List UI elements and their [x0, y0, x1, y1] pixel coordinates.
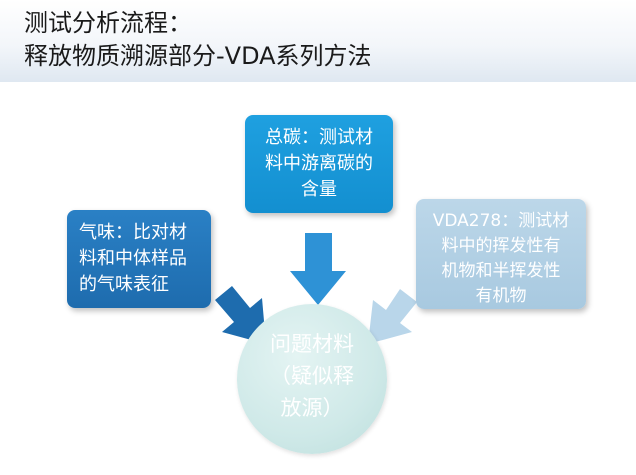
header-bar: 测试分析流程： 释放物质溯源部分-VDA系列方法 — [0, 0, 636, 82]
title-line-2: 释放物质溯源部分-VDA系列方法 — [24, 42, 372, 70]
problem-material-circle: 问题材料 （疑似释 放源） — [237, 304, 387, 454]
arrows — [215, 233, 417, 344]
arrow-right-diagonal — [368, 289, 417, 344]
box-total-carbon: 总碳：测试材 料中游离碳的 含量 — [245, 115, 393, 213]
circle-label: 问题材料 （疑似释 放源） — [270, 332, 354, 420]
diagram: 气味：比对材 料和中体样品 的气味表征 总碳：测试材 料中游离碳的 含量 VDA… — [0, 82, 636, 475]
arrow-left-diagonal — [215, 286, 266, 344]
title-line-1: 测试分析流程： — [24, 9, 192, 37]
box-vda278: VDA278：测试材 料中的挥发性有 机物和半挥发性 有机物 — [416, 199, 586, 309]
arrow-down — [290, 233, 346, 305]
box-odor: 气味：比对材 料和中体样品 的气味表征 — [67, 210, 211, 308]
